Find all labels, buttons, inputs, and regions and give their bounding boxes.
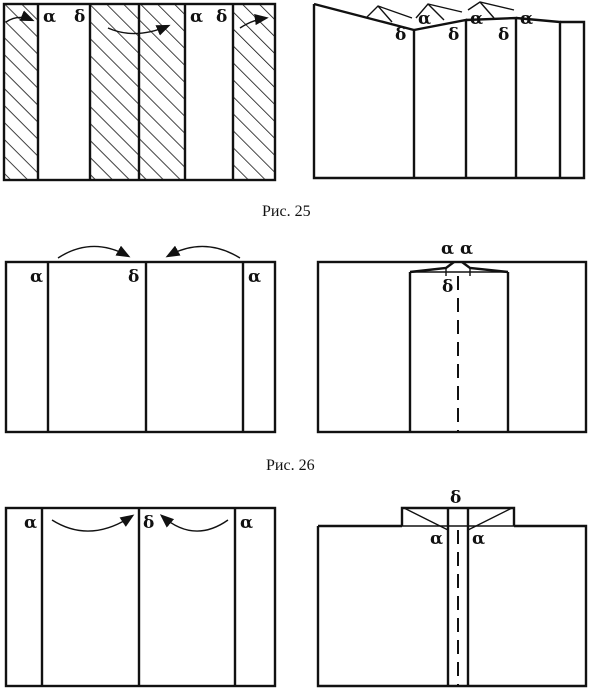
fig25-left-panel: α δ α δ <box>2 2 277 182</box>
label-beta: δ <box>448 25 459 45</box>
caption-fig26: Рис. 26 <box>266 457 315 474</box>
label-alpha: α <box>240 513 253 533</box>
hatched-strip <box>90 4 185 180</box>
label-beta: δ <box>143 513 154 533</box>
fold-arrow <box>57 245 131 259</box>
label-beta: δ <box>450 488 461 508</box>
sheet-outline <box>316 260 588 434</box>
fig25-right-panel: δ α δ α δ α <box>312 1 586 180</box>
hatched-strip <box>4 4 38 180</box>
label-alpha: α <box>460 239 473 259</box>
label-alpha: α <box>441 239 454 259</box>
label-beta: δ <box>395 25 406 45</box>
label-alpha: α <box>248 267 261 287</box>
label-alpha: α <box>190 7 203 27</box>
fig27-right-panel: δ α α <box>316 488 588 688</box>
label-alpha: α <box>43 7 56 27</box>
label-alpha: α <box>418 9 431 29</box>
fold-arrow <box>165 245 241 259</box>
label-alpha: α <box>520 9 533 29</box>
caption-fig25: Рис. 25 <box>262 203 311 220</box>
fold-arrow <box>107 24 171 36</box>
sheet-outline <box>4 506 277 688</box>
fold-arrow <box>239 14 269 29</box>
label-beta: δ <box>442 277 453 297</box>
label-beta: δ <box>74 7 85 27</box>
fig27-left-panel: α δ α <box>4 506 277 688</box>
fig26-right-panel: α α δ <box>316 239 588 434</box>
fold-arrow <box>51 514 135 532</box>
label-alpha: α <box>30 267 43 287</box>
label-beta: δ <box>498 25 509 45</box>
hatched-strip <box>233 4 275 180</box>
label-beta: δ <box>128 267 139 287</box>
label-alpha: α <box>430 529 443 549</box>
sheet-outline <box>4 260 277 434</box>
label-alpha: α <box>472 529 485 549</box>
fold-arrow <box>159 514 229 532</box>
fold-arrow <box>5 10 35 23</box>
label-alpha: α <box>24 513 37 533</box>
label-alpha: α <box>470 9 483 29</box>
label-beta: δ <box>216 7 227 27</box>
fig26-left-panel: α δ α <box>4 245 277 434</box>
